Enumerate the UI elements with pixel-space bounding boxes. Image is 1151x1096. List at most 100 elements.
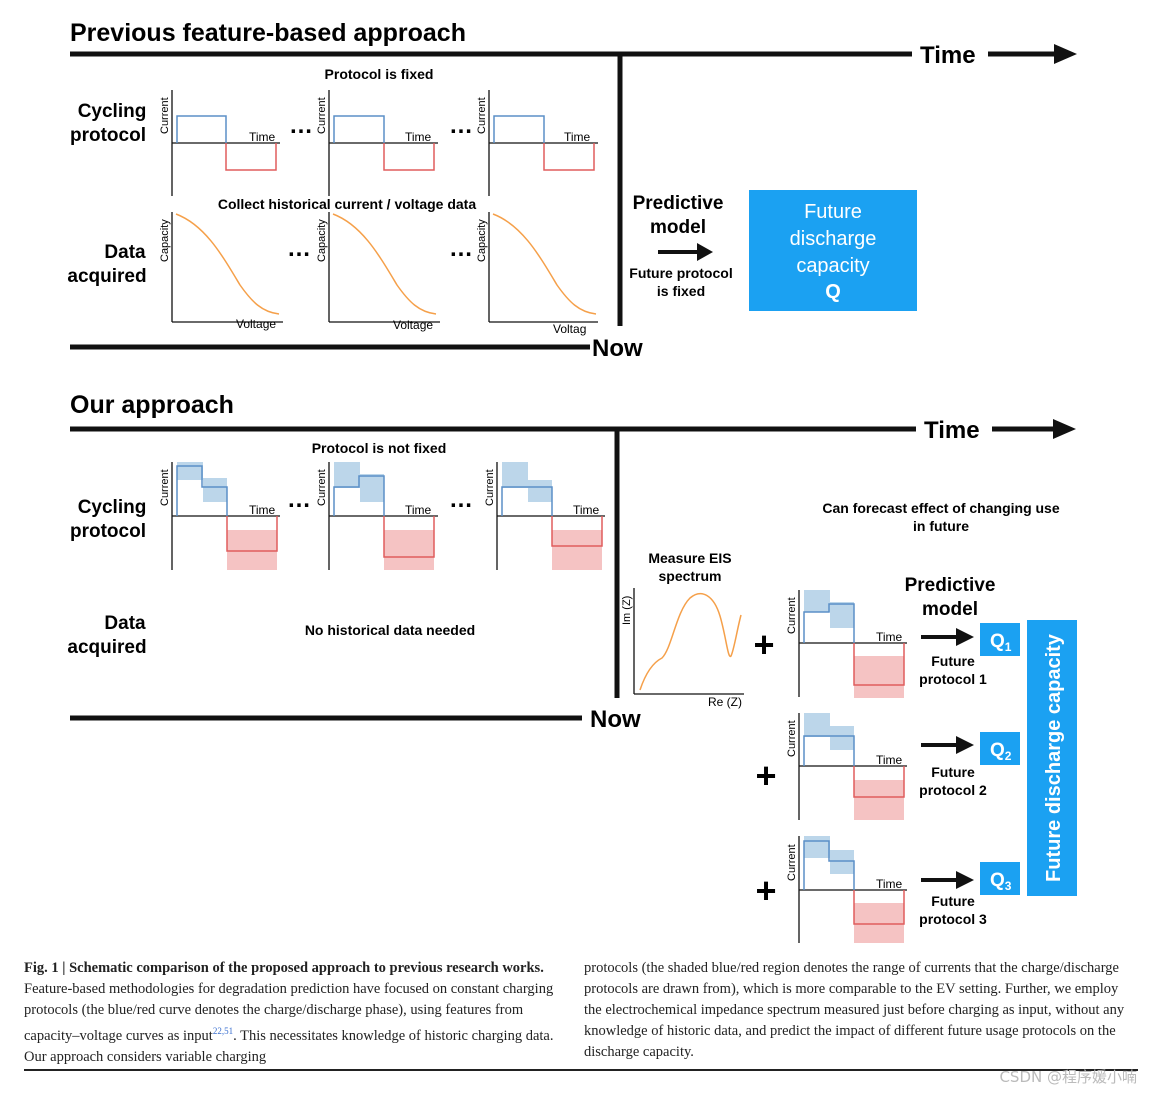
eis-title-1: Measure EIS: [648, 550, 731, 566]
future-capacity-label: Future discharge capacity: [1043, 633, 1065, 882]
bottom-now-label: Now: [590, 706, 641, 733]
bottom-title: Our approach: [70, 391, 234, 419]
forecast-note-2: in future: [913, 518, 969, 534]
svg-text:Time: Time: [876, 630, 903, 644]
svg-text:Voltage: Voltage: [236, 317, 276, 331]
q2-label: Q2: [990, 740, 1012, 763]
future-protocol-plot-3: Current Time: [786, 836, 907, 943]
caption-left-tail: . This necessitates knowledge of histori…: [24, 1027, 554, 1065]
plus-sign: +: [755, 755, 776, 796]
ellipsis: …: [449, 486, 473, 513]
future-protocol-2-label-2: protocol 2: [919, 782, 987, 798]
bottom-time-arrow: [992, 419, 1076, 439]
top-row-cycling-2: protocol: [70, 125, 146, 146]
bottom-time-label: Time: [924, 417, 980, 444]
q3-label: Q3: [990, 870, 1012, 893]
bottom-model-label-2: model: [922, 599, 978, 620]
top-model-label-2: model: [650, 217, 706, 238]
top-row-data-1: Data: [104, 242, 146, 263]
q2-box: [980, 732, 1020, 765]
future-protocol-1-label-1: Future: [931, 653, 975, 669]
svg-text:Im (Z): Im (Z): [621, 596, 633, 625]
svg-text:Current: Current: [484, 469, 496, 506]
top-capacity-plot-2: Capacity Voltage: [316, 212, 440, 332]
future-protocol-3-label-1: Future: [931, 893, 975, 909]
citation-refs[interactable]: 22,51: [212, 1026, 234, 1036]
bottom-protocol-note: Protocol is not fixed: [312, 440, 447, 456]
future-arrow-3: [921, 871, 974, 889]
bottom-cycling-plot-2: Current Time: [316, 462, 438, 570]
future-protocol-3-label-2: protocol 3: [919, 911, 987, 927]
top-time-arrow: [988, 44, 1077, 64]
caption-right: protocols (the shaded blue/red region de…: [584, 960, 1125, 1060]
top-cycling-plot-2: Current Time: [316, 90, 438, 196]
top-protocol-note: Protocol is fixed: [325, 66, 434, 82]
future-protocol-plot-1: Current Time: [786, 590, 907, 698]
top-output-box: [749, 190, 917, 311]
svg-text:Time: Time: [405, 130, 432, 144]
svg-text:Capacity: Capacity: [476, 219, 488, 262]
top-model-arrow: [658, 243, 713, 261]
top-output-line-4: Q: [825, 281, 841, 303]
bottom-cycling-plot-1: Current Time: [159, 462, 280, 570]
svg-text:Current: Current: [476, 97, 488, 134]
top-future-fixed-2: is fixed: [657, 283, 705, 299]
bottom-model-label-1: Predictive: [905, 575, 996, 596]
future-arrow-1: [921, 628, 974, 646]
svg-text:Current: Current: [316, 469, 328, 506]
plus-sign: +: [753, 624, 774, 665]
future-protocol-2-label-1: Future: [931, 764, 975, 780]
q1-box: [980, 623, 1020, 656]
watermark: CSDN @程序媛小喃: [999, 1068, 1137, 1086]
ellipsis: …: [287, 235, 311, 262]
svg-text:Time: Time: [249, 503, 276, 517]
forecast-note-1: Can forecast effect of changing use: [822, 500, 1059, 516]
ellipsis: …: [289, 112, 313, 139]
bottom-row-data-1: Data: [104, 613, 146, 634]
eis-plot: Im (Z) Re (Z): [621, 588, 744, 709]
caption-left: Fig. 1 | Schematic comparison of the pro…: [24, 958, 564, 1068]
svg-text:Current: Current: [159, 97, 171, 134]
ellipsis: …: [449, 112, 473, 139]
future-capacity-box: [1027, 620, 1077, 896]
plus-sign: +: [755, 870, 776, 911]
svg-text:Capacity: Capacity: [159, 219, 171, 262]
top-cycling-plot-1: Current Time: [159, 90, 280, 196]
svg-text:Time: Time: [876, 877, 903, 891]
future-arrow-2: [921, 736, 974, 754]
top-row-cycling-1: Cycling: [78, 101, 147, 122]
svg-text:Time: Time: [249, 130, 276, 144]
top-capacity-plot-1: Capacity Voltage: [159, 212, 283, 331]
top-output-line-2: discharge: [790, 228, 877, 250]
svg-text:Voltage: Voltage: [393, 318, 433, 332]
top-cycling-plot-3: Current Time: [476, 90, 598, 196]
top-capacity-plot-3: Capacity Voltag: [476, 212, 598, 336]
q1-label: Q1: [990, 631, 1012, 654]
bottom-cycling-plot-3: Current Time: [484, 462, 605, 570]
svg-text:Current: Current: [316, 97, 328, 134]
top-output-line-3: capacity: [796, 255, 869, 277]
top-model-label-1: Predictive: [633, 193, 724, 214]
svg-text:Voltag: Voltag: [553, 322, 586, 336]
svg-text:Capacity: Capacity: [316, 219, 328, 262]
top-row-data-2: acquired: [67, 266, 146, 287]
bottom-row-cycling-2: protocol: [70, 521, 146, 542]
schematic-figure: Previous feature-based approach Time Now…: [67, 19, 1077, 943]
top-title: Previous feature-based approach: [70, 19, 466, 47]
no-history-note: No historical data needed: [305, 622, 475, 638]
q3-box: [980, 862, 1020, 895]
eis-title-2: spectrum: [658, 568, 721, 584]
svg-text:Current: Current: [159, 469, 171, 506]
svg-text:Time: Time: [573, 503, 600, 517]
ellipsis: …: [449, 235, 473, 262]
ellipsis: …: [287, 486, 311, 513]
figure-label: Fig. 1 | Schematic comparison of the pro…: [24, 960, 544, 976]
future-protocol-1-label-2: protocol 1: [919, 671, 987, 687]
bottom-row-data-2: acquired: [67, 637, 146, 658]
top-time-label: Time: [920, 42, 976, 69]
future-protocol-plot-2: Current Time: [786, 713, 907, 820]
top-collect-note: Collect historical current / voltage dat…: [218, 196, 477, 212]
svg-text:Current: Current: [786, 844, 798, 881]
svg-text:Time: Time: [405, 503, 432, 517]
caption-left-body: Feature-based methodologies for degradat…: [24, 981, 554, 1044]
